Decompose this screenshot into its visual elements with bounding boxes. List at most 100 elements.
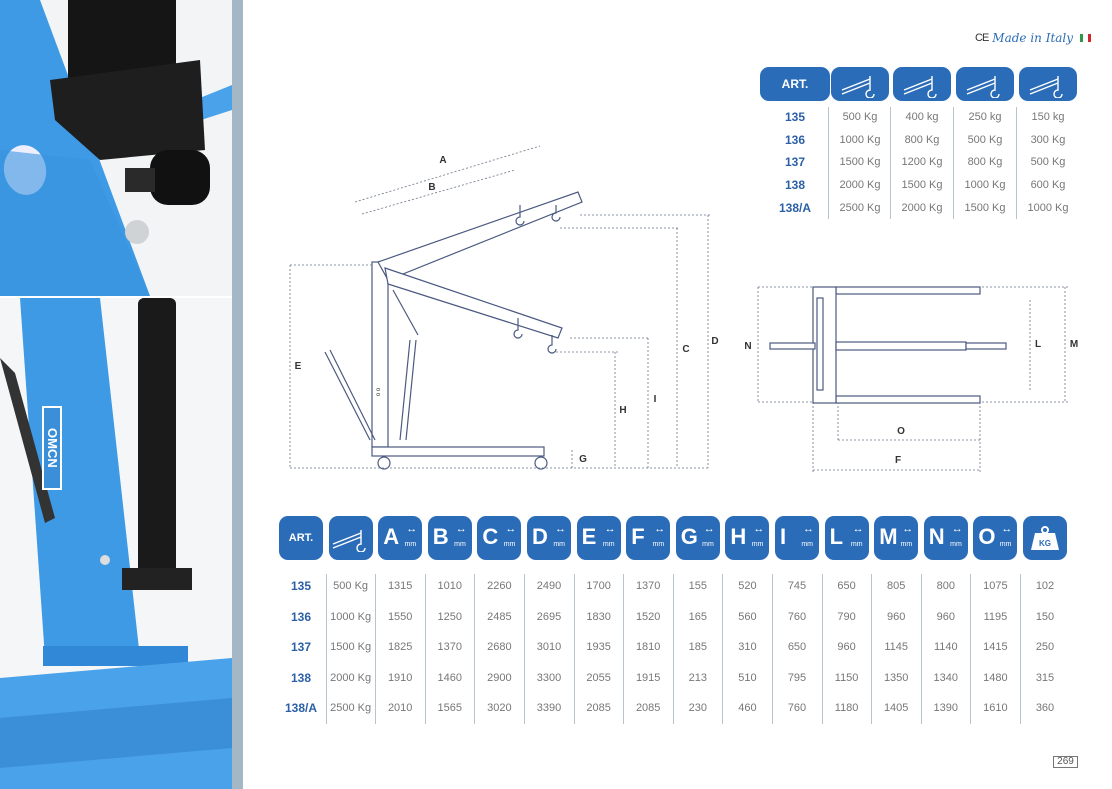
- boom-position-1-icon: [831, 67, 889, 101]
- dim-label-m: M: [1070, 339, 1078, 350]
- crane-side-view: [324, 191, 583, 470]
- dim-label-l: L: [1035, 339, 1041, 350]
- dimension-cell: 520: [738, 580, 757, 592]
- dimension-cell: 1075: [983, 580, 1008, 592]
- dimension-cell: 2680: [487, 641, 512, 653]
- dimension-cell: 315: [1035, 671, 1055, 684]
- dim-label-h: H: [619, 405, 626, 416]
- hook-capacity-icon: [328, 516, 373, 560]
- dimension-cell: 1700: [586, 580, 611, 592]
- dimension-cell: 1140: [933, 641, 958, 653]
- capacity-cell: 1000 Kg: [839, 133, 881, 146]
- dimension-cell: 360: [1035, 702, 1055, 714]
- column-divider: [325, 574, 327, 724]
- dim-label-d: D: [711, 336, 718, 347]
- weight-label: KG: [1039, 539, 1051, 548]
- boom-position-2-icon: [893, 67, 951, 101]
- dimension-cell: 1910: [387, 671, 413, 684]
- dimension-cell: 1565: [437, 702, 463, 714]
- dimension-cell: 3300: [536, 671, 562, 684]
- dimension-cell: 165: [688, 610, 707, 623]
- dimension-cell: 960: [887, 610, 906, 623]
- double-arrow-icon: ↔: [1001, 523, 1013, 535]
- dim-letter: M: [879, 524, 898, 549]
- dim-header-c: C↔mm: [477, 516, 522, 560]
- double-arrow-icon: ↔: [604, 523, 616, 535]
- dimension-cell: 1010: [437, 580, 463, 592]
- dimension-cell: 1415: [983, 641, 1008, 653]
- capacity-cell: 800 Kg: [904, 133, 940, 146]
- dimension-cell: 1520: [635, 610, 661, 623]
- knob-icon: [150, 150, 210, 205]
- product-photo-bottom: OMCN: [0, 298, 232, 789]
- unit-label: mm: [652, 541, 665, 548]
- unit-label: mm: [454, 541, 466, 548]
- dim-letter: B: [432, 524, 449, 549]
- column-divider: [474, 574, 476, 724]
- dimension-cell: 2500 Kg: [330, 702, 372, 714]
- double-arrow-icon: ↔: [555, 523, 566, 535]
- dimension-cell: 2085: [635, 702, 661, 714]
- dim-header-d: D↔mm: [527, 516, 571, 560]
- dim-letter: E: [581, 524, 597, 549]
- dim-letter: G: [680, 524, 698, 549]
- dimension-cell: 795: [787, 671, 807, 684]
- dim-header-g: G↔mm: [675, 516, 720, 560]
- art-number: 137: [290, 640, 312, 654]
- brand-label: OMCN: [42, 406, 62, 490]
- dimension-cell: 230: [688, 702, 707, 714]
- capacity-cell: 2500 Kg: [839, 201, 881, 214]
- capacity-cell: 1000 Kg: [964, 179, 1006, 192]
- art-number: 138/A: [284, 701, 318, 715]
- dimension-cell: 460: [738, 702, 757, 714]
- dim-label-e: E: [295, 361, 302, 372]
- double-arrow-icon: ↔: [505, 523, 517, 535]
- capacity-cell: 800 Kg: [967, 156, 1003, 169]
- dimension-cell: 213: [688, 671, 707, 684]
- dimension-cell: 1150: [834, 671, 859, 684]
- dimension-cell: 3390: [536, 702, 562, 714]
- capacity-cell: 2000 Kg: [839, 179, 881, 192]
- art-number: 135: [784, 110, 806, 124]
- dim-label-c: C: [682, 344, 689, 355]
- column-divider: [1020, 574, 1021, 724]
- dimension-cell: 760: [787, 702, 807, 714]
- dimension-cell: 1000 Kg: [330, 610, 372, 623]
- unit-label: mm: [999, 541, 1012, 548]
- dim-header-h: H↔mm: [725, 516, 770, 560]
- column-divider: [920, 574, 922, 724]
- dimension-cell: 2695: [536, 610, 562, 623]
- dimension-cell: 2490: [536, 580, 562, 592]
- double-arrow-icon: ↔: [852, 523, 864, 535]
- dimension-labels: A B E C D H I G N L M O F o o: [295, 155, 1079, 466]
- dim-letter: I: [780, 524, 787, 549]
- column-divider: [890, 107, 891, 219]
- dimension-cell: 650: [787, 641, 807, 653]
- unit-label: mm: [404, 541, 417, 548]
- column-divider: [772, 574, 773, 724]
- capacity-cell: 600 Kg: [1030, 179, 1066, 192]
- column-divider: [524, 574, 525, 724]
- column-divider: [828, 107, 829, 219]
- dim-letter: N: [928, 524, 945, 549]
- product-photo-top: [0, 0, 232, 296]
- italy-flag-icon: [1080, 34, 1092, 42]
- dimension-cell: 510: [738, 671, 757, 684]
- dim-header-m: M↔mm: [874, 516, 919, 560]
- dimension-cell: 1370: [635, 580, 661, 592]
- dim-header-o: O↔mm: [973, 516, 1018, 560]
- unit-label: mm: [553, 541, 565, 548]
- dimension-header-art: ART.: [279, 516, 323, 560]
- dimension-cell: 1390: [933, 702, 959, 714]
- art-number: 138: [784, 178, 806, 193]
- capacity-cell: 1500 Kg: [964, 201, 1006, 214]
- dimension-cell: 1825: [387, 641, 413, 653]
- dimension-cell: 1610: [983, 702, 1008, 714]
- unit-label: mm: [950, 541, 962, 548]
- double-arrow-icon: ↔: [902, 523, 914, 535]
- art-number: 137: [784, 155, 806, 170]
- capacity-cell: 400 kg: [905, 111, 939, 123]
- dimension-cell: 1460: [437, 671, 463, 684]
- boom-position-4-icon: [1019, 67, 1077, 101]
- capacity-header-art: ART.: [760, 67, 830, 101]
